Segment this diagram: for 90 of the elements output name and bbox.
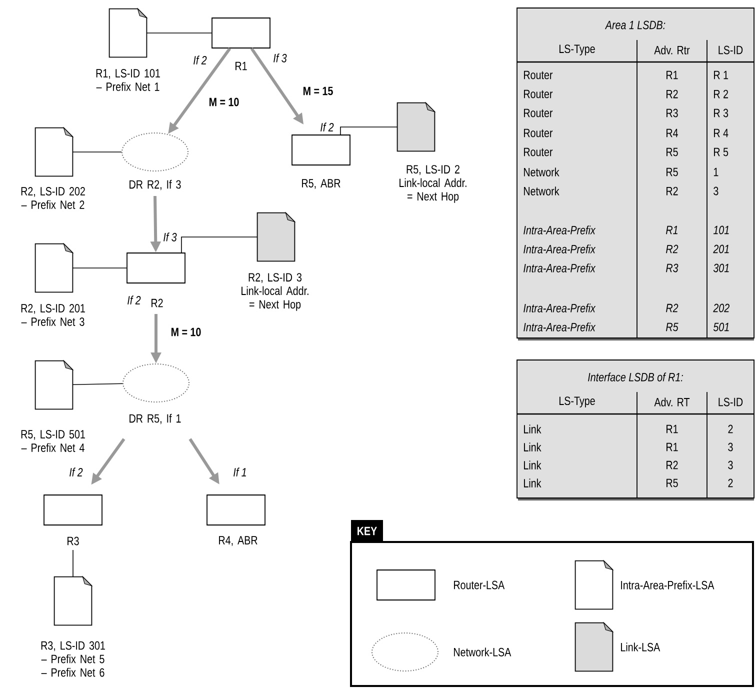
table-entry: 2 <box>728 478 733 488</box>
table-entry: Router <box>524 90 553 98</box>
node-label: R5, ABR <box>302 179 340 189</box>
node-label: R5, LS-ID 501 – Prefix Net 4 <box>21 430 85 452</box>
table-entry: R3 <box>666 108 678 118</box>
interface-label: If 2 <box>128 296 141 304</box>
interface-label: If 3 <box>274 54 287 62</box>
legend-label: Router-LSA <box>454 580 505 590</box>
table-entry: 3 <box>714 186 718 196</box>
table-entry: 2 <box>728 424 733 434</box>
table-entry: R 2 <box>714 90 728 98</box>
table-entry: R1 <box>666 424 678 434</box>
table-entry: R 4 <box>714 128 728 138</box>
table-entry: 301 <box>713 264 729 272</box>
table-entry: Router <box>524 108 553 118</box>
table-entry: Router <box>524 128 553 138</box>
node-label: R2 <box>152 298 163 308</box>
node-label: R3 <box>68 536 79 546</box>
table-entry: R3 <box>666 264 678 272</box>
interface-label: If 2 <box>70 468 83 476</box>
column-header: LS-ID <box>718 46 743 54</box>
table-entry: R1 <box>666 70 678 80</box>
table-entry: R5 <box>666 478 678 488</box>
table-entry: Router <box>524 148 553 156</box>
legend-label: Intra-Area-Prefix-LSA <box>621 580 714 590</box>
table-entry: Intra-Area-Prefix <box>524 304 596 312</box>
edge-label: M = 15 <box>301 85 335 97</box>
table-entry: Intra-Area-Prefix <box>524 322 596 332</box>
table-entry: Network <box>524 186 560 196</box>
connector-line <box>72 550 74 578</box>
interface-label: If 2 <box>320 122 334 132</box>
table-entry: 1 <box>714 168 718 176</box>
table-entry: Link <box>524 478 542 488</box>
column-header: Adv. RT <box>654 398 690 406</box>
table-entry: Link <box>524 424 542 434</box>
table-entry: Intra-Area-Prefix <box>524 264 596 272</box>
table-entry: Link <box>524 460 542 470</box>
node-label: R1, LS-ID 101 – Prefix Net 1 <box>96 69 160 91</box>
node-label: R1 <box>236 62 247 70</box>
table-title: Area 1 LSDB: <box>604 20 666 30</box>
table-title: Interface LSDB of R1: <box>588 372 683 382</box>
connector-line <box>72 383 123 386</box>
table-entry: R 3 <box>714 108 728 118</box>
table-entry: 101 <box>713 226 729 234</box>
interface-label: If 3 <box>164 232 177 242</box>
column-header: Adv. Rtr <box>654 46 690 54</box>
table-entry: 3 <box>728 442 733 452</box>
legend-label: Link-LSA <box>621 642 660 652</box>
node-label: R3, LS-ID 301 – Prefix Net 5 – Prefix Net 6 <box>41 641 105 677</box>
node-label: R4, ABR <box>219 536 258 546</box>
node-label: R2, LS-ID 201 – Prefix Net 3 <box>21 304 85 326</box>
interface-label: If 1 <box>234 468 246 476</box>
table-entry: 202 <box>713 304 730 312</box>
edge-label: M = 10 <box>207 96 241 108</box>
connector-line <box>340 126 398 135</box>
table-entry: 3 <box>728 460 733 470</box>
table-entry: R5 <box>666 322 678 332</box>
table-entry: R1 <box>666 442 678 452</box>
legend-label: Network-LSA <box>454 648 512 656</box>
table-entry: R1 <box>666 226 678 234</box>
table-entry: R2 <box>666 244 678 254</box>
table-entry: R2 <box>666 304 678 312</box>
connector-line <box>181 236 258 253</box>
table-entry: Intra-Area-Prefix <box>524 244 596 254</box>
column-header: LS-Type <box>559 396 595 408</box>
interface-label: If 2 <box>194 56 207 64</box>
table-entry: R2 <box>666 460 678 470</box>
table-entry: R2 <box>666 186 678 196</box>
node-label: R5, LS-ID 2 Link-local Addr. = Next Hop <box>400 165 466 203</box>
table-entry: R5 <box>666 168 678 176</box>
table-entry: R 5 <box>714 148 728 156</box>
table-entry: Link <box>524 442 542 452</box>
table-entry: R2 <box>666 90 678 98</box>
node-label: DR R2, If 3 <box>130 180 181 190</box>
table-entry: Router <box>524 70 553 80</box>
node-label: DR R5, If 1 <box>130 414 181 424</box>
table-entry: R 1 <box>714 70 728 80</box>
table-entry: R4 <box>666 128 678 138</box>
node-label: R2, LS-ID 3 Link-local Addr. = Next Hop <box>242 273 308 311</box>
connector-line <box>146 32 212 34</box>
column-header: LS-ID <box>718 398 743 406</box>
edge-label: M = 10 <box>169 326 203 338</box>
table-entry: R5 <box>666 148 678 156</box>
table-entry: Network <box>524 168 560 176</box>
key-tab: KEY <box>351 520 383 542</box>
table-entry: 201 <box>713 244 729 254</box>
column-header: LS-Type <box>559 44 595 56</box>
table-entry: 501 <box>713 322 729 332</box>
node-label: R2, LS-ID 202 – Prefix Net 2 <box>21 187 85 209</box>
table-entry: Intra-Area-Prefix <box>524 226 596 234</box>
